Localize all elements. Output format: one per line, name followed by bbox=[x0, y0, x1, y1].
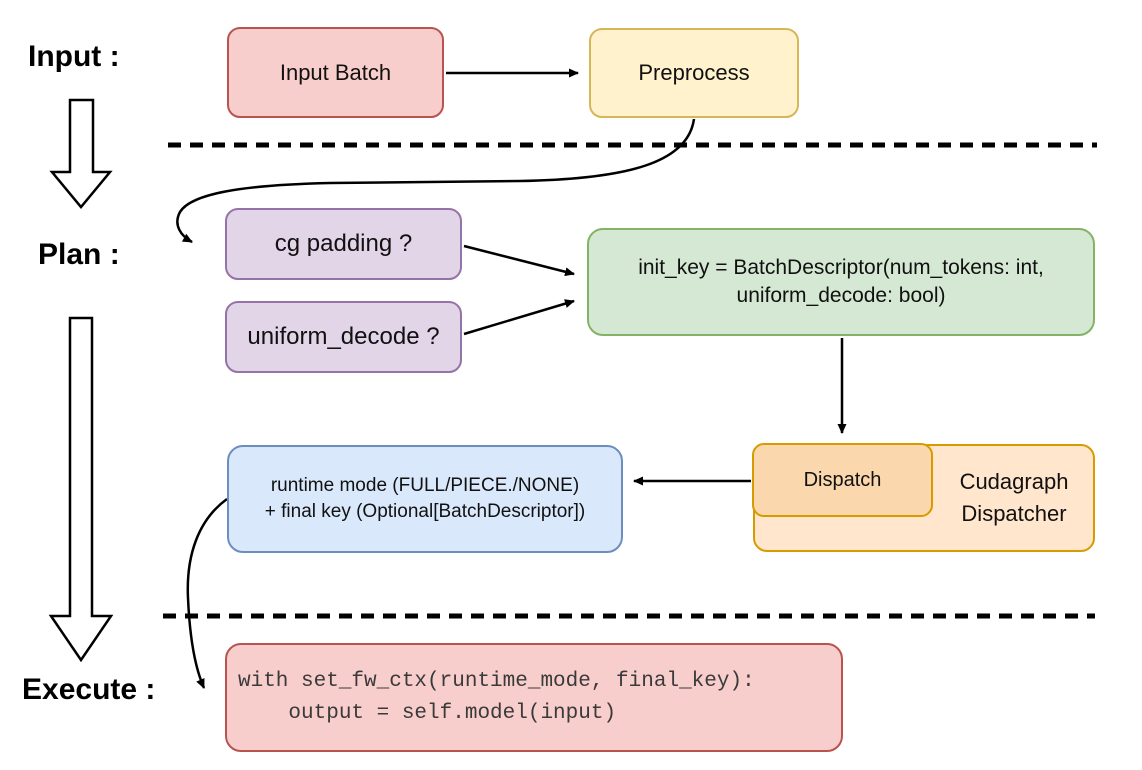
node-execute-code: with set_fw_ctx(runtime_mode, final_key)… bbox=[225, 643, 843, 752]
node-preprocess-label: Preprocess bbox=[638, 60, 750, 86]
section-label-plan: Plan : bbox=[38, 238, 120, 271]
node-init-key-line2: uniform_decode: bool) bbox=[736, 284, 946, 307]
node-init-key-line1: init_key = BatchDescriptor(num_tokens: i… bbox=[638, 255, 1044, 279]
execute-code-line1: with set_fw_ctx(runtime_mode, final_key)… bbox=[238, 670, 755, 693]
node-init-key: init_key = BatchDescriptor(num_tokens: i… bbox=[587, 228, 1095, 336]
cudagraph-label-line2: Dispatcher bbox=[961, 501, 1067, 526]
node-cg-padding-label: cg padding ? bbox=[274, 229, 413, 257]
execute-code-line2: output = self.model(input) bbox=[238, 701, 617, 725]
node-runtime-mode: runtime mode (FULL/PIECE./NONE) + final … bbox=[227, 445, 623, 553]
node-uniform-decode: uniform_decode ? bbox=[225, 301, 462, 373]
section-label-execute: Execute : bbox=[22, 673, 156, 706]
node-cudagraph-dispatcher-label: Cudagraph Dispatcher bbox=[933, 458, 1095, 538]
node-input-batch-label: Input Batch bbox=[279, 59, 392, 85]
node-uniform-decode-label: uniform_decode ? bbox=[247, 322, 440, 350]
node-input-batch: Input Batch bbox=[227, 27, 444, 118]
block-arrow-input-to-plan bbox=[49, 98, 113, 209]
node-runtime-mode-line2: + final key (Optional[BatchDescriptor]) bbox=[264, 501, 586, 522]
connector-runtime-mode-to-execute-code bbox=[186, 497, 228, 689]
node-dispatch: Dispatch bbox=[752, 443, 933, 517]
node-preprocess: Preprocess bbox=[589, 28, 799, 118]
connector-preprocess-to-cg-padding bbox=[176, 118, 696, 244]
connector-uniform-decode-to-init-key bbox=[463, 299, 575, 336]
node-runtime-mode-line1: runtime mode (FULL/PIECE./NONE) bbox=[270, 475, 580, 497]
section-label-input: Input : bbox=[28, 40, 120, 73]
cudagraph-label-line1: Cudagraph bbox=[959, 469, 1069, 495]
node-cg-padding: cg padding ? bbox=[225, 208, 462, 280]
node-dispatch-label: Dispatch bbox=[803, 468, 882, 491]
connector-cg-padding-to-init-key bbox=[463, 244, 575, 277]
block-arrow-plan-to-execute bbox=[48, 316, 114, 663]
